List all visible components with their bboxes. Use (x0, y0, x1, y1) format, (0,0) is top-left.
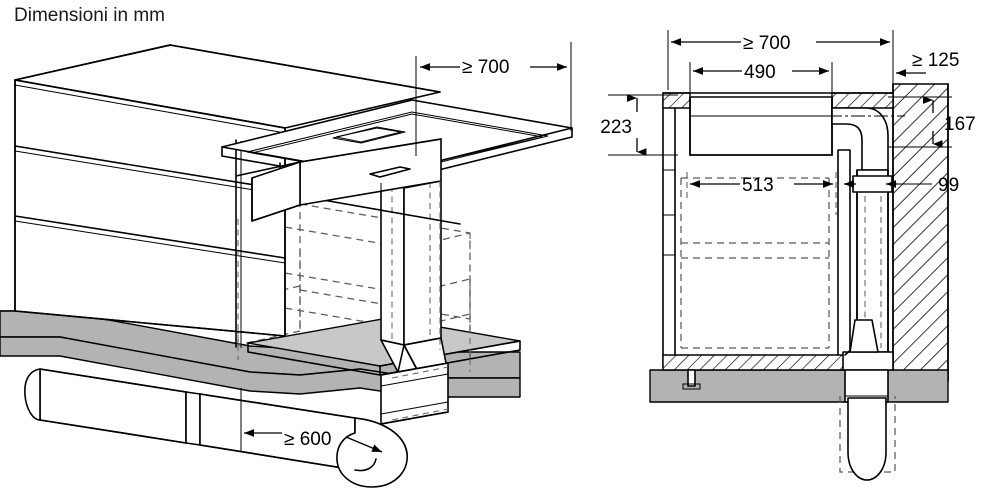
vertical-duct (380, 180, 442, 346)
dimension-iso-clearance-700: ≥ 700 (415, 42, 572, 156)
dimension-label-sec-167: 167 (944, 114, 976, 135)
duct-section (828, 107, 905, 481)
cabinet-carcass (14, 44, 441, 348)
dimension-sec-width-490: 490 (689, 62, 833, 94)
dimension-sec-depth-513: 513 (686, 172, 837, 215)
page-title: Dimensioni in mm (14, 5, 165, 26)
dimension-label-sec-513: 513 (742, 175, 774, 196)
cabinet-section (662, 92, 894, 390)
dimension-label-iso-700: ≥ 700 (462, 57, 509, 78)
dimension-label-iso-600: ≥ 600 (284, 429, 331, 450)
dimension-label-sec-223: 223 (600, 117, 632, 138)
dimension-label-sec-99: 99 (938, 175, 959, 196)
iso-hidden-guides (237, 181, 471, 372)
dimension-sec-duct-99: 99 (844, 175, 959, 196)
right-section-view: ≥ 700 490 ≥ 125 223 (600, 30, 976, 481)
dimension-label-sec-490: 490 (744, 62, 776, 83)
round-exhaust-duct (24, 362, 449, 488)
dimension-sec-height-167: 167 (888, 96, 976, 148)
dimension-iso-duct-600: ≥ 600 (240, 388, 383, 453)
dimension-sec-height-223: 223 (600, 94, 678, 156)
dimension-label-sec-125: ≥ 125 (912, 50, 959, 71)
cooktop-housing (235, 138, 442, 222)
dimension-label-sec-700: ≥ 700 (743, 33, 790, 54)
left-isometric-view: ≥ 700 ≥ 600 (0, 42, 573, 488)
dimension-sec-wall-125: ≥ 125 (892, 44, 959, 88)
wall-hatched (892, 83, 949, 382)
